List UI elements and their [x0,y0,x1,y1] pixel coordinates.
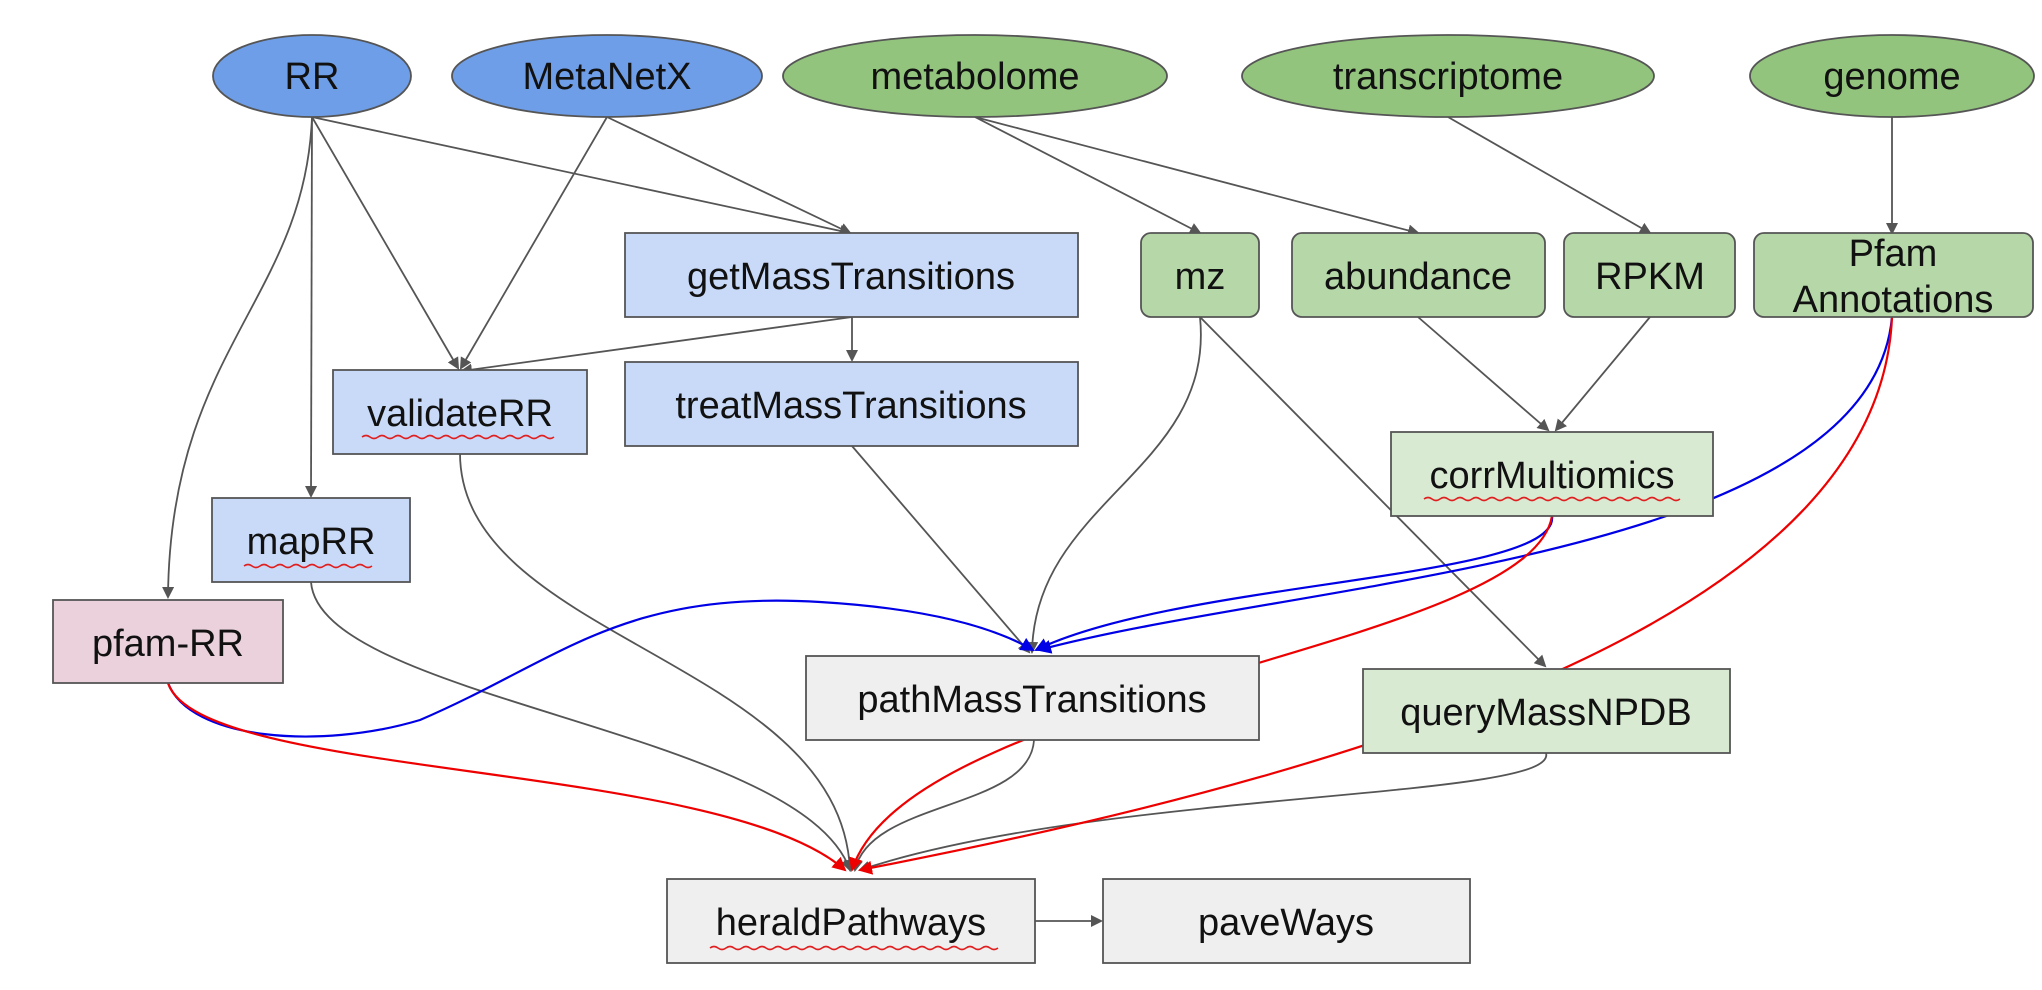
node-getmasstransitions[interactable]: getMassTransitions [624,232,1079,318]
edge-rr-to-maprr [305,116,318,498]
node-pfamrr[interactable]: pfam-RR [52,599,284,684]
nodes: RR MetaNetX metabolome transcriptome gen… [52,34,2035,964]
edge-rr-to-pfamrr [162,116,313,599]
node-rr-label: RR [285,56,340,98]
node-pfamannotations-label-line2: Annotations [1793,279,1994,321]
edge-mz-to-pathmasstransitions [1026,316,1202,654]
edge-mz-to-querymassnpdb [1199,316,1547,668]
node-metanetx-label: MetaNetX [523,56,692,98]
spellcheck-underline [709,945,999,951]
node-rpkm[interactable]: RPKM [1563,232,1736,318]
edge-getmasstransitions-to-validaterr [460,316,853,376]
node-querymassnpdb[interactable]: queryMassNPDB [1362,668,1731,754]
edge-treatmasstransitions-to-pathmasstransitions [851,445,1031,654]
node-querymassnpdb-label: queryMassNPDB [1400,692,1691,734]
edge-validaterr-to-heraldpathways [459,452,856,872]
edge-red-pfamrr-to-heraldpathways [166,682,847,872]
edge-maprr-to-heraldpathways [310,581,853,872]
edge-rr-to-validaterr [311,116,460,370]
node-pathmasstransitions[interactable]: pathMassTransitions [805,655,1260,741]
node-corrmultiomics[interactable]: corrMultiomics [1390,431,1714,517]
node-heraldpathways-label: heraldPathways [716,902,986,944]
node-treatmasstransitions-label: treatMassTransitions [675,385,1026,427]
spellcheck-underline [361,434,555,440]
node-genome-label: genome [1823,56,1960,98]
node-genome[interactable]: genome [1749,34,2035,118]
edge-red-pfamannotations-to-heraldpathways [858,316,1894,875]
edge-metabolome-to-mz [974,116,1202,234]
edge-rpkm-to-corrmultiomics [1554,316,1651,432]
node-maprr-label: mapRR [247,521,376,563]
edge-blue-pfamrr-to-pathmasstransitions [166,599,1035,738]
node-maprr[interactable]: mapRR [211,497,411,583]
node-pathmasstransitions-label: pathMassTransitions [857,679,1206,721]
edge-blue-corrmultiomics-to-pathmasstransitions [1034,515,1554,652]
node-rpkm-label: RPKM [1595,256,1705,298]
node-mz[interactable]: mz [1140,232,1260,318]
node-metabolome[interactable]: metabolome [782,34,1168,118]
node-paveways[interactable]: paveWays [1102,878,1471,964]
node-transcriptome[interactable]: transcriptome [1241,34,1655,118]
node-abundance[interactable]: abundance [1291,232,1546,318]
node-transcriptome-label: transcriptome [1333,56,1563,98]
node-metabolome-label: metabolome [870,56,1079,98]
edge-querymassnpdb-to-heraldpathways [858,752,1547,873]
edge-rr-to-getmasstransitions [311,116,852,237]
node-pfamannotations[interactable]: Pfam Annotations [1753,232,2034,321]
node-rr[interactable]: RR [212,34,412,118]
node-treatmasstransitions[interactable]: treatMassTransitions [624,361,1079,447]
node-validaterr-label: validateRR [367,393,553,435]
node-metanetx[interactable]: MetaNetX [451,34,763,118]
node-abundance-label: abundance [1324,256,1512,298]
node-corrmultiomics-label: corrMultiomics [1430,455,1675,497]
node-pfamannotations-label-line1: Pfam [1849,233,1938,275]
node-mz-label: mz [1175,256,1226,298]
node-pfamrr-label: pfam-RR [92,623,244,665]
node-paveways-label: paveWays [1198,902,1374,944]
edge-transcriptome-to-rpkm [1447,116,1652,234]
edge-metanetx-to-getmasstransitions [606,116,852,235]
node-getmasstransitions-label: getMassTransitions [687,256,1015,298]
spellcheck-underline [243,563,373,569]
edge-abundance-to-corrmultiomics [1417,316,1550,432]
node-validaterr[interactable]: validateRR [332,369,588,455]
spellcheck-underline [1423,496,1681,502]
edge-metabolome-to-abundance [974,116,1420,237]
edge-metanetx-to-validaterr [459,116,608,370]
edge-pathmasstransitions-to-heraldpathways [851,739,1035,872]
edge-blue-pfamannotations-to-pathmasstransitions [1037,316,1894,654]
edges [162,116,1898,927]
node-heraldpathways[interactable]: heraldPathways [666,878,1036,964]
